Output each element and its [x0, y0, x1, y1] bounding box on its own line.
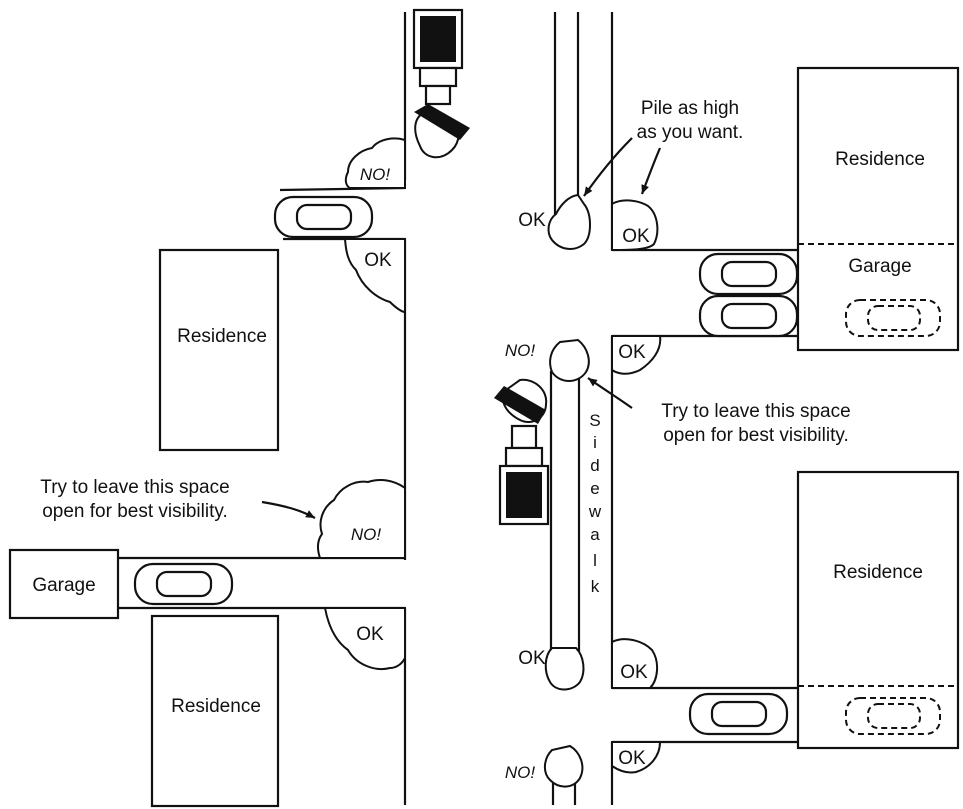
pile-right-ok-middle-label: OK — [618, 342, 646, 363]
annotation-visibility-right: Try to leave this space open for best vi… — [587, 377, 851, 446]
svg-text:S: S — [589, 411, 600, 430]
svg-text:a: a — [590, 525, 600, 544]
annotation-pile-line2: as you want. — [637, 122, 744, 143]
svg-text:l: l — [593, 551, 597, 570]
garage-right-label: Garage — [848, 256, 911, 277]
pile-right-ok-top-label: OK — [622, 226, 650, 247]
annotation-visibility-left-line1: Try to leave this space — [40, 477, 229, 498]
annotation-visibility-left-line2: open for best visibility. — [42, 501, 228, 522]
annotation-visibility-right-line2: open for best visibility. — [663, 425, 849, 446]
car-right-3 — [688, 692, 789, 736]
pile-right-no-middle: NO! — [505, 338, 590, 382]
pile-left-no-bottom: NO! — [317, 479, 406, 559]
pile-left-no-bottom-label: NO! — [351, 525, 382, 544]
residence-right-upper: Residence Garage — [796, 66, 960, 352]
pile-left-ok-bottom-label: OK — [356, 624, 384, 645]
car-left-top — [273, 195, 374, 239]
residence-left-upper-label: Residence — [177, 326, 267, 347]
car-right-2 — [698, 294, 799, 338]
svg-text:i: i — [593, 433, 597, 452]
svg-text:d: d — [590, 456, 599, 475]
pile-right-no-middle-label: NO! — [505, 341, 536, 360]
svg-text:e: e — [590, 479, 599, 498]
pile-right-ok-sidewalk-bottom-label: OK — [518, 648, 546, 669]
sidewalk-label: S i d e w a l k — [588, 411, 602, 596]
pile-right-ok-bottom: OK — [611, 638, 658, 689]
residence-right-upper-label: Residence — [835, 149, 925, 170]
pile-left-ok-top-label: OK — [364, 250, 392, 271]
pile-right-ok-lowest-label: OK — [618, 748, 646, 769]
pile-right-ok-lowest: OK — [611, 741, 662, 774]
pile-right-no-bottom-label: NO! — [505, 763, 536, 782]
pile-right-ok-sidewalk-top: OK — [518, 193, 591, 250]
sidewalk — [549, 370, 581, 664]
pile-right-ok-middle: OK — [611, 335, 662, 375]
car-right-1 — [698, 252, 799, 296]
annotation-visibility-left: Try to leave this space open for best vi… — [40, 477, 316, 522]
svg-text:w: w — [588, 502, 602, 521]
car-left-garage — [133, 562, 234, 606]
residence-left-lower — [150, 614, 280, 808]
garage-left — [8, 548, 120, 620]
pile-left-no-top-label: NO! — [360, 165, 391, 184]
pile-right-ok-sidewalk-bottom: OK — [518, 647, 585, 691]
pile-right-ok-bottom-label: OK — [620, 662, 648, 683]
snowplow-right — [494, 378, 550, 526]
pile-left-ok-bottom: OK — [323, 607, 406, 670]
residence-right-lower: Residence — [796, 470, 960, 750]
garage-left-label: Garage — [32, 575, 95, 596]
residence-left-upper — [158, 248, 280, 452]
pile-right-ok-top: OK — [611, 199, 659, 252]
pile-right-ok-sidewalk-top-label: OK — [518, 210, 546, 231]
residence-right-lower-label: Residence — [833, 562, 923, 583]
pile-left-no-top: NO! — [344, 137, 406, 189]
residence-left-lower-label: Residence — [171, 696, 261, 717]
svg-text:k: k — [591, 577, 600, 596]
pile-left-ok-top: OK — [343, 238, 406, 314]
snowplow-left — [412, 8, 470, 159]
pile-right-no-bottom: NO! — [505, 744, 584, 788]
annotation-pile: Pile as high as you want. — [583, 98, 744, 197]
annotation-pile-line1: Pile as high — [641, 98, 739, 119]
annotation-visibility-right-line1: Try to leave this space — [661, 401, 850, 422]
